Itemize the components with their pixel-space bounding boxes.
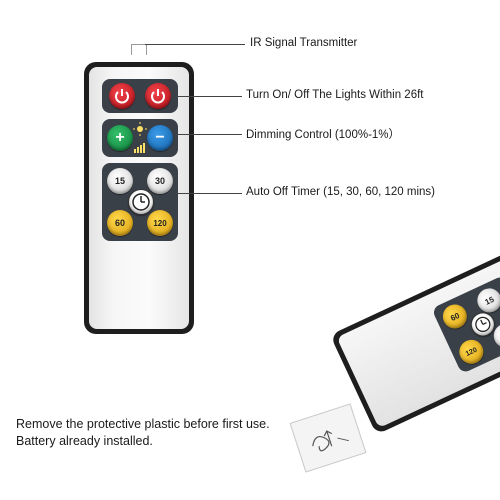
- tilted-clock-button[interactable]: [466, 308, 499, 341]
- power-icon: [151, 89, 165, 104]
- clock-button[interactable]: [128, 189, 154, 215]
- ir-transmitter-wire: [131, 44, 147, 55]
- tilted-timer-120-button[interactable]: 120: [455, 335, 488, 368]
- dim-down-button[interactable]: −: [147, 125, 173, 151]
- power-button-left[interactable]: [109, 83, 135, 109]
- remote-control: + − 15 30: [84, 62, 194, 334]
- tilted-timer-120-label: 120: [464, 346, 479, 358]
- power-icon: [115, 89, 129, 104]
- ir-leader-line: [145, 44, 245, 45]
- dimming-label: Dimming Control (100%-1%）: [246, 129, 401, 141]
- timer-panel: 15 30 60 120: [102, 163, 178, 241]
- footnote-line-1: Remove the protective plastic before fir…: [16, 417, 270, 431]
- timer-15-button[interactable]: 15: [107, 168, 133, 194]
- timer-120-button[interactable]: 120: [147, 210, 173, 236]
- dimming-leader-line: [176, 134, 242, 135]
- tilted-timer-60-button[interactable]: 60: [438, 300, 471, 333]
- protective-plastic-tab: [289, 403, 367, 473]
- power-panel: [102, 79, 178, 113]
- on-off-label: Turn On/ Off The Lights Within 26ft: [246, 89, 424, 101]
- on-off-leader-line: [176, 96, 242, 97]
- remote-control-tilted: 15 60 120 30: [330, 225, 500, 435]
- dim-up-button[interactable]: +: [107, 125, 133, 151]
- timer-15-label: 15: [114, 176, 125, 186]
- tilted-remote-face: 15 60 120 30: [336, 231, 500, 429]
- footnote-line-2: Battery already installed.: [16, 434, 153, 448]
- timer-30-label: 30: [154, 176, 165, 186]
- timer-120-label: 120: [153, 218, 167, 228]
- remote-face: + − 15 30: [89, 67, 189, 329]
- timer-60-button[interactable]: 60: [107, 210, 133, 236]
- timer-60-label: 60: [114, 218, 125, 228]
- clock-icon: [475, 316, 491, 333]
- timer-leader-line: [176, 193, 242, 194]
- power-button-right[interactable]: [145, 83, 171, 109]
- tilted-remote-body: 15 60 120 30: [330, 225, 500, 435]
- dimming-panel: + −: [102, 119, 178, 157]
- ir-signal-label: IR Signal Transmitter: [250, 37, 358, 49]
- sun-icon: [133, 122, 147, 153]
- tilted-timer-panel: 15 60 120 30: [431, 274, 500, 374]
- timer-30-button[interactable]: 30: [147, 168, 173, 194]
- tilted-timer-60-label: 60: [448, 310, 461, 323]
- clock-icon: [132, 193, 150, 211]
- timer-label: Auto Off Timer (15, 30, 60, 120 mins): [246, 186, 435, 198]
- dim-up-symbol: +: [115, 129, 125, 146]
- dim-down-symbol: −: [155, 129, 165, 146]
- pull-tab-icon: [312, 430, 349, 452]
